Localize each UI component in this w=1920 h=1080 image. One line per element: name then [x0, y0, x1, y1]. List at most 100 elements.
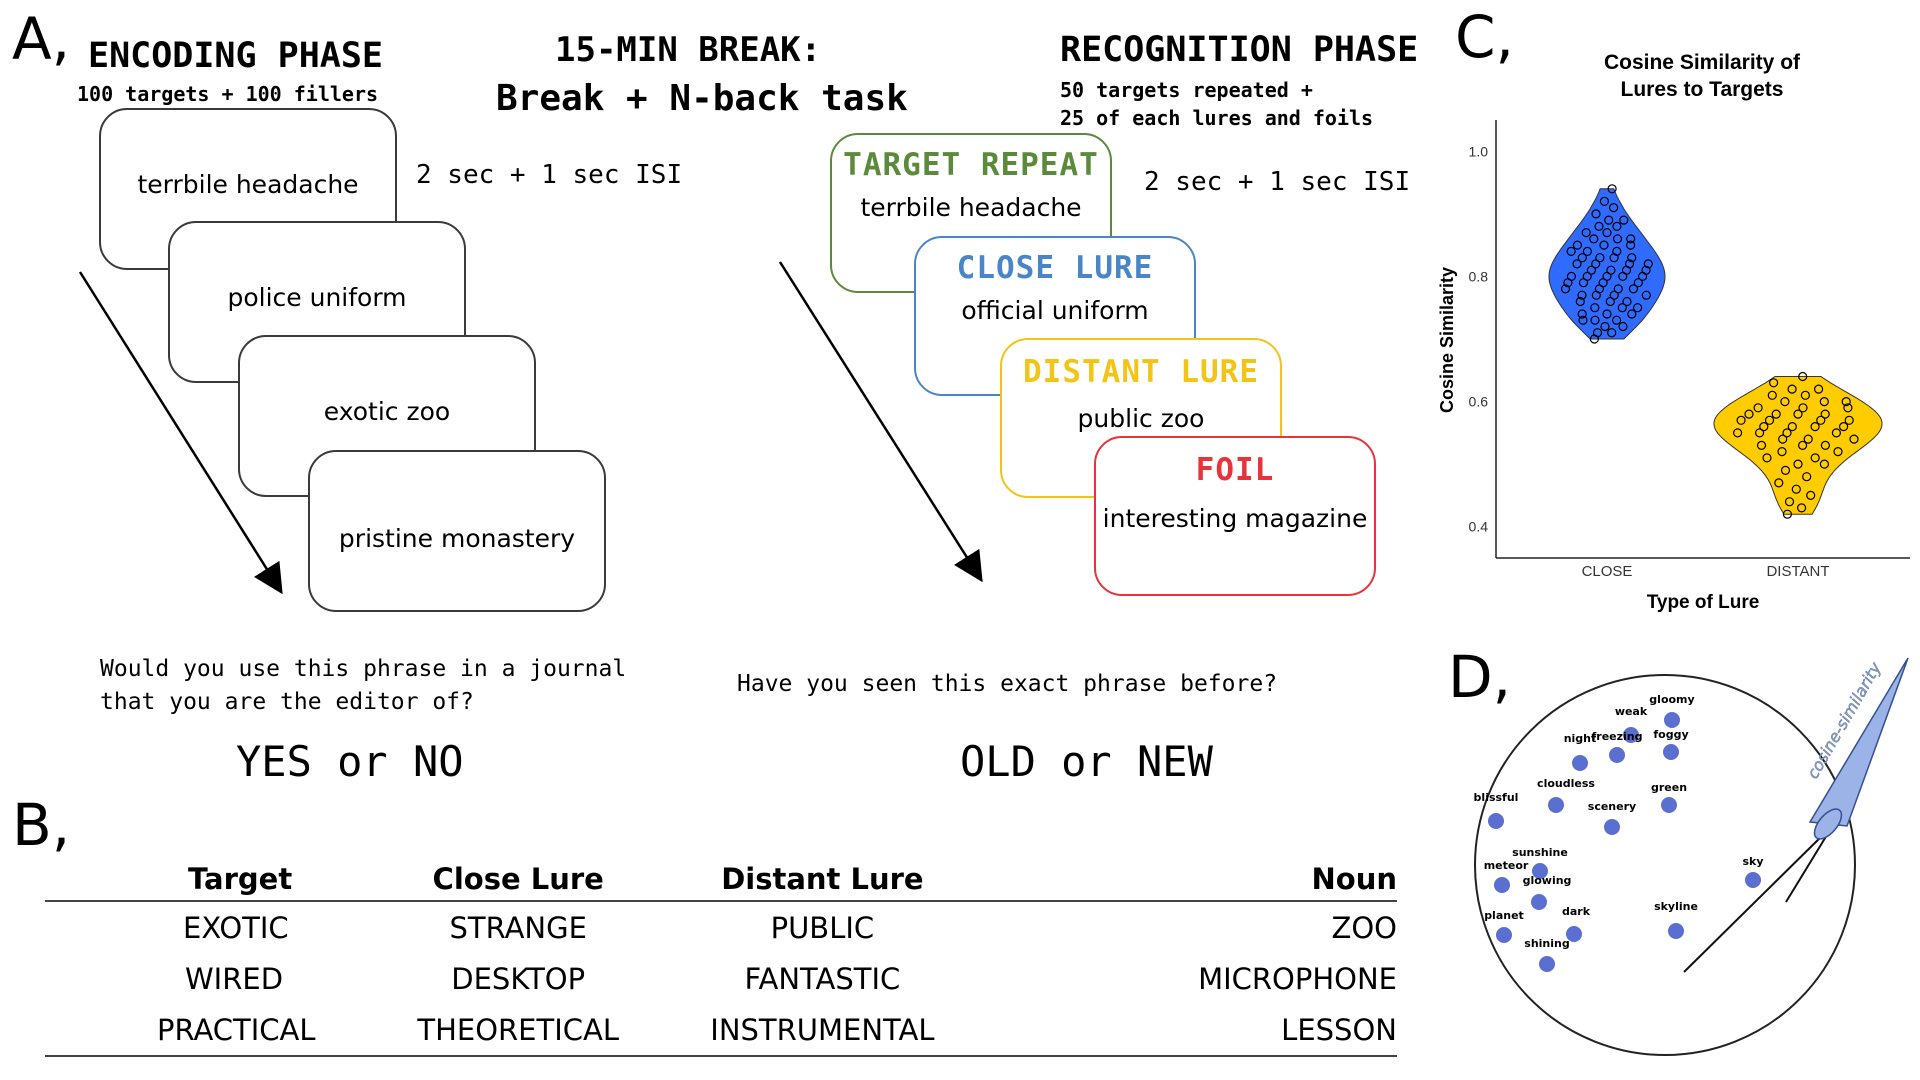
data-point: [1599, 240, 1609, 250]
cell-noun: MICROPHONE: [1198, 961, 1397, 996]
word-node-weak: weak: [1615, 705, 1648, 743]
cell-close-lure: DESKTOP: [451, 961, 586, 996]
encoding-response: YES or NO: [236, 737, 464, 786]
word-dot: [1664, 712, 1680, 728]
cell-noun: LESSON: [991, 1004, 1397, 1057]
y-tick-labels: 0.40.60.81.0: [1469, 143, 1489, 534]
data-point: [1844, 415, 1854, 425]
panel-letter-b: B,: [12, 791, 71, 859]
word-label: meteor: [1484, 859, 1529, 872]
word-label: cloudless: [1537, 777, 1595, 790]
data-point: [1612, 221, 1622, 231]
data-point: [1560, 284, 1571, 294]
word-dot: [1488, 813, 1504, 829]
data-point: [1810, 422, 1820, 432]
data-point: [1841, 397, 1851, 407]
word-node-scenery: scenery: [1588, 800, 1636, 835]
card-label: FOIL: [1195, 452, 1275, 488]
data-point: [1591, 259, 1601, 269]
data-point: [1759, 422, 1769, 432]
y-axis-label: Cosine Similarity: [1437, 267, 1457, 413]
data-point: [1633, 278, 1643, 288]
data-point: [1590, 303, 1600, 313]
data-point: [1736, 415, 1746, 425]
panel-letter-a: A,: [12, 5, 71, 73]
data-point: [1791, 484, 1801, 494]
data-point: [1581, 228, 1591, 238]
data-point: [1762, 453, 1772, 463]
card-phrase: interesting magazine: [1102, 504, 1368, 533]
encoding-arrow: [78, 271, 283, 595]
word-label: planet: [1484, 909, 1524, 922]
word-dot: [1539, 956, 1555, 972]
data-point: [1839, 422, 1849, 432]
cell-distant-lure: PUBLIC: [770, 910, 875, 945]
word-table: Target Close Lure Distant Lure Noun EXOT…: [45, 858, 1397, 1057]
break-title: 15-MIN BREAK:: [555, 30, 822, 70]
data-point: [1802, 472, 1812, 482]
word-node-blissful: blissful: [1474, 791, 1518, 829]
word-label: scenery: [1588, 800, 1636, 813]
violin-distant: [1713, 376, 1883, 515]
header-target: Target: [45, 858, 383, 902]
data-point: [1617, 303, 1627, 313]
data-point: [1566, 246, 1576, 256]
chart-title-line-2: Lures to Targets: [1621, 78, 1784, 101]
data-point: [1624, 259, 1635, 269]
data-point: [1594, 221, 1604, 231]
word-node-green: green: [1651, 781, 1687, 813]
data-point: [1619, 215, 1629, 225]
y-tick-label: 0.6: [1469, 394, 1489, 410]
y-tick-label: 1.0: [1469, 143, 1489, 159]
data-point: [1780, 397, 1790, 407]
encoding-question-line-2: that you are the editor of?: [100, 689, 474, 715]
data-point: [1586, 265, 1596, 275]
data-point: [1831, 428, 1841, 438]
data-point: [1582, 246, 1592, 256]
semantic-space-diagram: cosine-similarity weakgloomynightfreezin…: [1474, 657, 1909, 1056]
x-tick-label: CLOSE: [1582, 563, 1633, 580]
data-point: [1793, 459, 1803, 469]
word-dot: [1661, 797, 1677, 813]
recognition-subtitle-2: 25 of each lures and foils: [1060, 106, 1374, 130]
cell-target: PRACTICAL: [45, 1004, 383, 1057]
card-phrase: official uniform: [961, 296, 1149, 325]
word-label: gloomy: [1649, 693, 1694, 706]
word-dot: [1668, 923, 1684, 939]
word-node-sunshine: sunshine: [1512, 846, 1568, 879]
word-label: night: [1564, 732, 1597, 745]
cell-close-lure: THEORETICAL: [383, 1004, 654, 1057]
word-node-meteor: meteor: [1484, 859, 1529, 893]
word-label: shining: [1524, 937, 1569, 950]
recognition-response: OLD or NEW: [960, 737, 1213, 786]
data-point: [1600, 321, 1610, 332]
word-dot: [1531, 894, 1547, 910]
word-dot: [1604, 819, 1620, 835]
data-points: [1560, 184, 1859, 519]
data-point: [1626, 234, 1636, 244]
data-point: [1806, 490, 1816, 500]
data-point: [1622, 296, 1632, 307]
word-dot: [1548, 797, 1564, 813]
y-tick-label: 0.4: [1469, 519, 1489, 535]
data-point: [1797, 503, 1807, 513]
data-point: [1798, 371, 1808, 382]
word-dot: [1572, 755, 1588, 771]
data-point: [1803, 434, 1813, 444]
data-point: [1577, 309, 1587, 319]
word-dot: [1494, 877, 1510, 893]
data-point: [1609, 253, 1619, 263]
data-point: [1820, 409, 1830, 419]
data-point: [1609, 203, 1619, 213]
card-phrase: terrbile headache: [860, 193, 1082, 222]
data-point: [1849, 434, 1859, 444]
word-dot: [1566, 926, 1582, 942]
data-point: [1607, 184, 1617, 194]
data-point: [1626, 240, 1636, 250]
data-point: [1820, 440, 1830, 450]
data-point: [1819, 459, 1829, 469]
card-label: TARGET REPEAT: [843, 147, 1099, 183]
